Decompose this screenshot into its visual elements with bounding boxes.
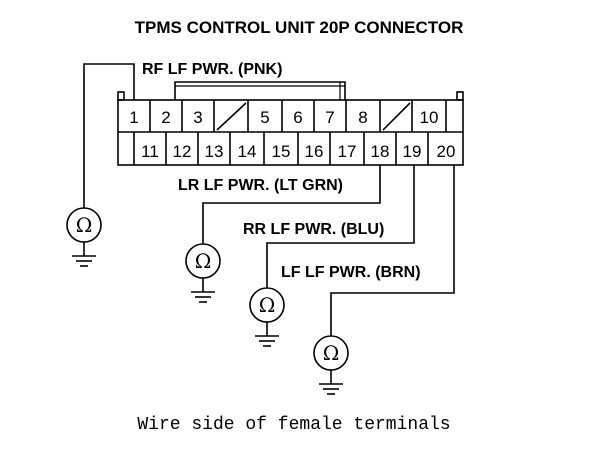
ohmmeter-icon: Ω (313, 335, 349, 371)
pin-17: 17 (338, 142, 357, 161)
wire-label-lf: LF LF PWR. (BRN) (281, 264, 421, 281)
connector-key-left (117, 91, 125, 101)
pin-7: 7 (325, 108, 334, 127)
connector-lock-tab (174, 81, 346, 100)
pin-3: 3 (193, 108, 202, 127)
empty-cavity-9 (382, 102, 411, 131)
pin-18: 18 (371, 142, 390, 161)
top-row-dividers (149, 100, 447, 132)
pin-5: 5 (260, 108, 269, 127)
ground-icon (191, 278, 215, 303)
empty-cavity-4 (216, 102, 247, 131)
ohmmeter-icon: Ω (185, 243, 221, 279)
pin-10: 10 (420, 108, 439, 127)
diagram-title: TPMS CONTROL UNIT 20P CONNECTOR (135, 18, 464, 37)
pin-8: 8 (358, 108, 367, 127)
pin-2: 2 (161, 108, 170, 127)
svg-text:Ω: Ω (195, 249, 212, 273)
pin-16: 16 (305, 142, 324, 161)
svg-text:Ω: Ω (259, 293, 276, 317)
pin-20: 20 (437, 142, 456, 161)
wire-rf (83, 63, 135, 208)
ground-icon (255, 322, 279, 347)
svg-text:Ω: Ω (323, 341, 340, 365)
wire-rr (266, 165, 415, 288)
wire-label-lr: LR LF PWR. (LT GRN) (178, 177, 343, 194)
wire-label-rf: RF LF PWR. (PNK) (142, 61, 282, 78)
diagram-caption: Wire side of female terminals (137, 415, 450, 435)
bottom-row-dividers (133, 132, 429, 165)
pin-14: 14 (238, 142, 257, 161)
pin-11: 11 (141, 142, 159, 161)
wire-lr (202, 165, 381, 244)
bottom-row-pins: 11 12 13 14 15 16 17 18 19 20 (141, 142, 455, 161)
ground-icon (319, 370, 343, 395)
ohmmeter-icon: Ω (249, 287, 285, 323)
connector-key-right (456, 91, 464, 101)
wire-lf (330, 165, 455, 336)
pin-19: 19 (403, 142, 422, 161)
svg-text:Ω: Ω (76, 213, 93, 237)
pin-13: 13 (205, 142, 224, 161)
top-row-pins: 1 2 3 5 6 7 8 10 (129, 108, 438, 127)
wire-label-rr: RR LF PWR. (BLU) (243, 221, 384, 238)
pin-1: 1 (129, 108, 138, 127)
pin-15: 15 (272, 142, 291, 161)
pin-12: 12 (173, 142, 192, 161)
pin-6: 6 (293, 108, 302, 127)
ground-icon (72, 242, 96, 267)
ohmmeter-icon: Ω (66, 207, 102, 243)
